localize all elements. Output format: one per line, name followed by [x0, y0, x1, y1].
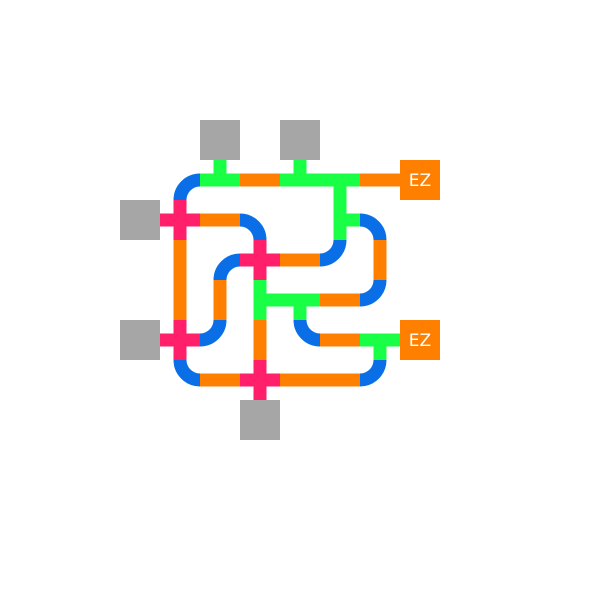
exit-block-top[interactable]: EZ [400, 160, 440, 200]
pipe-elbow[interactable] [213, 253, 241, 281]
exit-label-bottom: EZ [409, 331, 431, 351]
pipe-elbow[interactable] [173, 173, 201, 201]
source-blocks [120, 120, 320, 440]
pipe-elbow[interactable] [173, 359, 201, 387]
magenta-crosses [160, 200, 280, 400]
cross-junction[interactable] [160, 200, 200, 240]
pipe-elbow[interactable] [293, 319, 321, 347]
blue-pipes [173, 173, 387, 387]
pipe-elbow[interactable] [199, 319, 227, 347]
source-block-top-left[interactable] [200, 120, 240, 160]
source-block-left-lower[interactable] [120, 320, 160, 360]
pipe-elbow[interactable] [359, 213, 387, 241]
green-pipes [200, 160, 400, 360]
source-block-left-upper[interactable] [120, 200, 160, 240]
cross-junction[interactable] [240, 240, 280, 280]
orange-pipes [173, 173, 400, 387]
pipe-elbow[interactable] [319, 239, 347, 267]
cross-junction[interactable] [160, 320, 200, 360]
exit-block-bottom[interactable]: EZ [400, 320, 440, 360]
exit-label-top: EZ [409, 171, 431, 191]
pipe-elbow[interactable] [359, 279, 387, 307]
cross-junction[interactable] [240, 360, 280, 400]
exit-blocks: EZ EZ [400, 160, 440, 360]
source-block-bottom[interactable] [240, 400, 280, 440]
source-block-top-middle[interactable] [280, 120, 320, 160]
pipe-elbow[interactable] [239, 213, 267, 241]
pipe-elbow[interactable] [359, 359, 387, 387]
